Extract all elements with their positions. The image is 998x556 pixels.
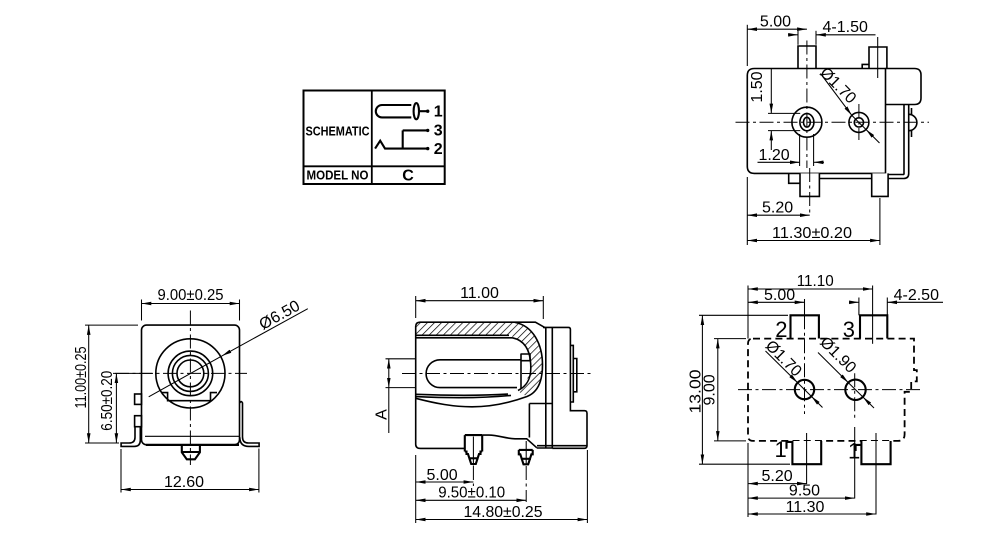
- svg-text:5.20: 5.20: [762, 468, 793, 485]
- svg-text:SCHEMATIC: SCHEMATIC: [306, 124, 371, 139]
- svg-text:11.00±0.25: 11.00±0.25: [73, 346, 90, 408]
- svg-text:4-2.50: 4-2.50: [894, 287, 939, 304]
- svg-text:Ø1.70: Ø1.70: [762, 337, 805, 380]
- svg-text:1.20: 1.20: [759, 147, 790, 164]
- svg-text:11.10: 11.10: [797, 273, 834, 290]
- svg-text:5.00: 5.00: [760, 14, 791, 31]
- svg-text:MODEL NO: MODEL NO: [307, 167, 369, 182]
- svg-text:Ø1.70: Ø1.70: [816, 64, 859, 107]
- svg-text:1: 1: [848, 438, 860, 463]
- svg-text:5.20: 5.20: [762, 200, 793, 217]
- svg-text:12.60: 12.60: [164, 474, 204, 491]
- svg-text:1: 1: [434, 103, 443, 120]
- svg-text:9.50±0.10: 9.50±0.10: [438, 485, 505, 502]
- svg-text:C: C: [402, 167, 414, 184]
- svg-text:2: 2: [775, 317, 787, 342]
- svg-text:5.00: 5.00: [427, 467, 458, 484]
- svg-text:4-1.50: 4-1.50: [823, 19, 868, 36]
- svg-text:3: 3: [843, 317, 855, 342]
- svg-text:14.80±0.25: 14.80±0.25: [464, 504, 543, 521]
- svg-text:11.00: 11.00: [460, 285, 499, 302]
- svg-text:Ø6.50: Ø6.50: [257, 298, 303, 334]
- svg-text:11.30: 11.30: [786, 499, 825, 516]
- svg-text:3: 3: [434, 122, 443, 139]
- svg-text:A: A: [374, 409, 391, 420]
- svg-text:2: 2: [434, 141, 443, 158]
- svg-text:11.30±0.20: 11.30±0.20: [772, 225, 852, 242]
- svg-text:1.50: 1.50: [749, 71, 766, 102]
- svg-text:1: 1: [775, 437, 787, 462]
- svg-text:13.00: 13.00: [688, 369, 705, 413]
- svg-text:9.00: 9.00: [702, 374, 719, 405]
- svg-text:5.00: 5.00: [764, 287, 795, 304]
- svg-text:9.50: 9.50: [789, 483, 820, 500]
- svg-text:9.00±0.25: 9.00±0.25: [158, 287, 224, 304]
- svg-text:6.50±0.20: 6.50±0.20: [99, 371, 116, 431]
